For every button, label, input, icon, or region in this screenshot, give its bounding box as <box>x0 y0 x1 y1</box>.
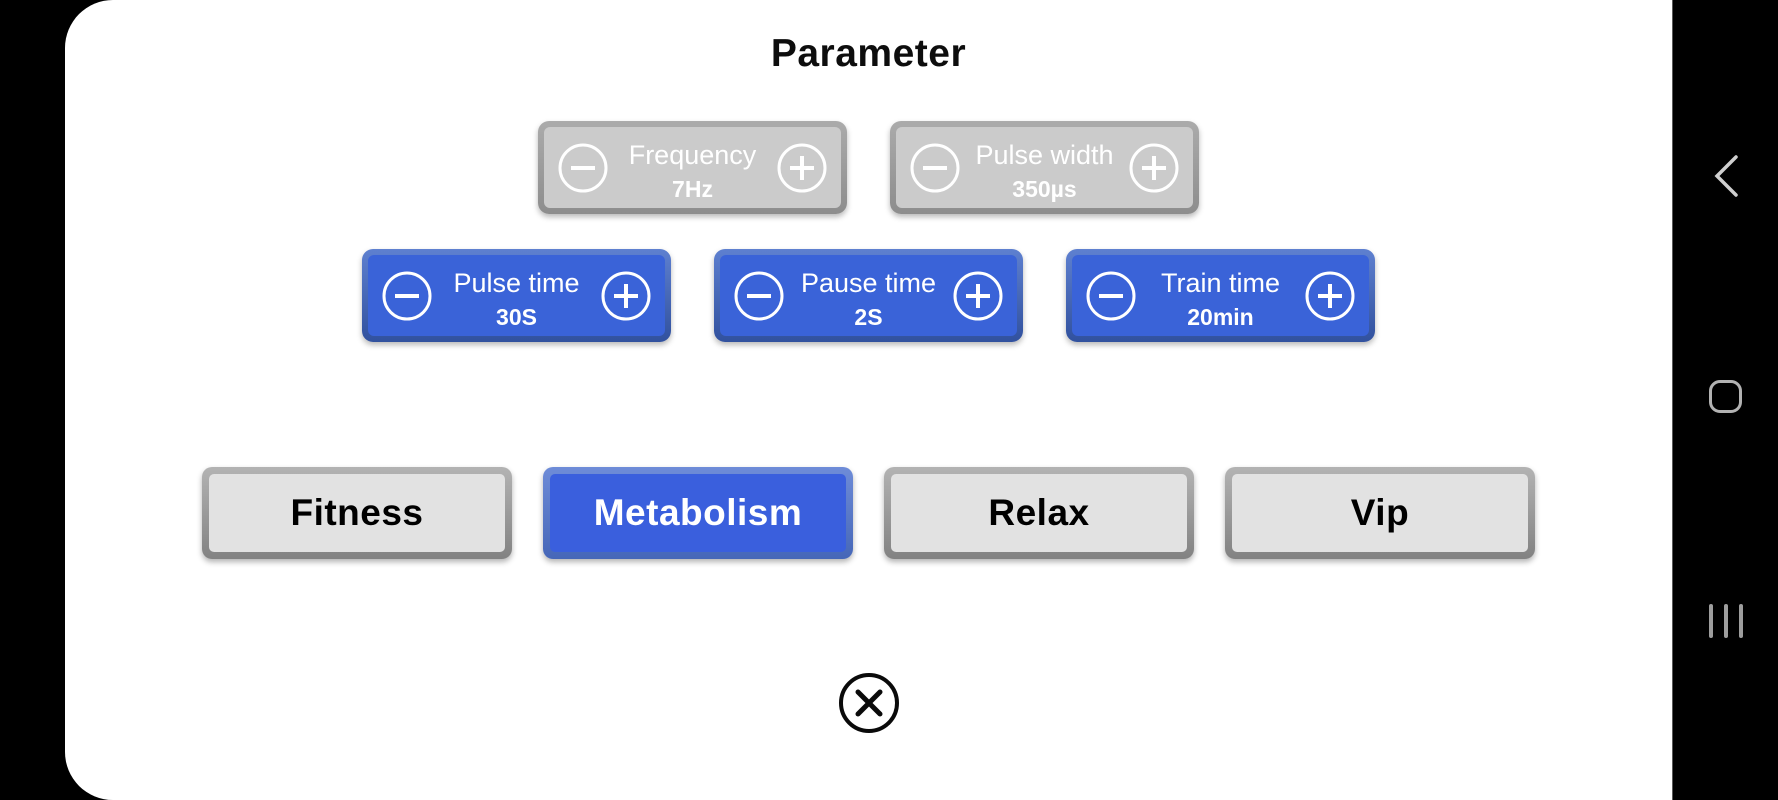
back-chevron-icon <box>1711 153 1741 204</box>
mode-button-relax[interactable]: Relax <box>884 467 1194 559</box>
param-value: 7Hz <box>672 176 713 202</box>
minus-button[interactable] <box>1085 270 1137 322</box>
param-label: Pulse width <box>975 140 1114 170</box>
param-value: 20min <box>1187 304 1254 330</box>
plus-button[interactable] <box>952 270 1004 322</box>
param-button-pulse-width: Pulse width 350µs <box>890 121 1199 214</box>
parameter-panel: Parameter Frequency 7Hz Pulse width <box>65 0 1672 800</box>
minus-button[interactable] <box>381 270 433 322</box>
mode-label: Relax <box>891 474 1187 552</box>
page-title: Parameter <box>770 32 967 75</box>
param-value: 2S <box>854 304 883 330</box>
close-button[interactable] <box>837 671 901 735</box>
mode-label: Metabolism <box>550 474 846 552</box>
back-button[interactable] <box>1673 153 1778 204</box>
param-button-pulse-time[interactable]: Pulse time 30S <box>362 249 671 342</box>
plus-circle-icon <box>776 142 828 194</box>
minus-circle-icon <box>909 142 961 194</box>
home-icon <box>1709 380 1742 413</box>
mode-button-metabolism[interactable]: Metabolism <box>543 467 853 559</box>
mode-label: Vip <box>1232 474 1528 552</box>
minus-circle-icon <box>557 142 609 194</box>
mode-label: Fitness <box>209 474 505 552</box>
param-value: 30S <box>496 304 537 330</box>
param-button-frequency: Frequency 7Hz <box>538 121 847 214</box>
param-button-pause-time[interactable]: Pause time 2S <box>714 249 1023 342</box>
mode-row: Fitness Metabolism Relax Vip <box>65 467 1672 559</box>
minus-button[interactable] <box>733 270 785 322</box>
param-label: Frequency <box>628 140 757 170</box>
param-label: Pulse time <box>453 268 580 298</box>
plus-circle-icon <box>1128 142 1180 194</box>
android-navbar <box>1672 0 1778 800</box>
param-label: Pause time <box>800 268 937 298</box>
mode-button-vip[interactable]: Vip <box>1225 467 1535 559</box>
recents-button[interactable] <box>1673 604 1778 638</box>
param-button-train-time[interactable]: Train time 20min <box>1066 249 1375 342</box>
param-value: 350µs <box>1012 176 1077 202</box>
enabled-parameter-row: Pulse time 30S Pause time 2S <box>65 249 1672 342</box>
close-circle-icon <box>837 671 901 735</box>
recents-icon <box>1708 604 1743 638</box>
mode-button-fitness[interactable]: Fitness <box>202 467 512 559</box>
plus-button[interactable] <box>600 270 652 322</box>
param-label: Train time <box>1160 268 1281 298</box>
plus-button[interactable] <box>1304 270 1356 322</box>
home-button[interactable] <box>1673 380 1778 413</box>
disabled-parameter-row: Frequency 7Hz Pulse width 350µs <box>65 121 1672 214</box>
